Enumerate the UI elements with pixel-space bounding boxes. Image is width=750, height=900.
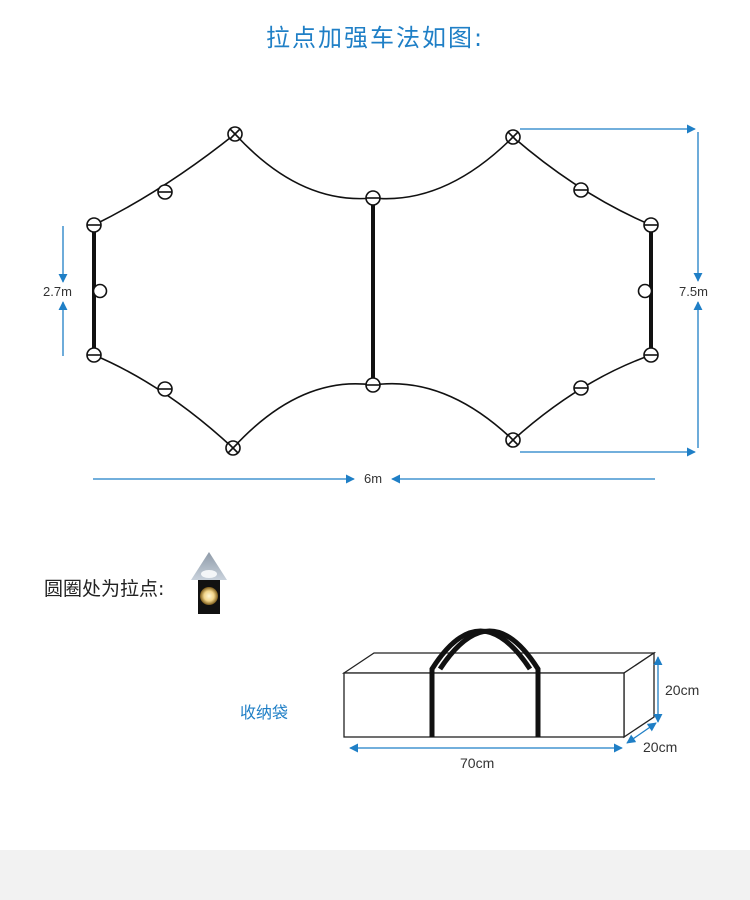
- tarp-outline: [93, 133, 652, 449]
- anchor-point: [365, 377, 381, 393]
- anchor-point-icon: [191, 552, 227, 614]
- anchor-point: [157, 184, 173, 200]
- anchor-point: [86, 347, 102, 363]
- anchor-point: [643, 347, 659, 363]
- bag-body: [341, 651, 657, 739]
- corner-point: [225, 440, 241, 456]
- side-height-label: 2.7m: [43, 284, 72, 299]
- anchor-point: [157, 381, 173, 397]
- corner-point: [505, 129, 521, 145]
- anchor-points: [86, 182, 659, 397]
- anchor-point: [637, 283, 653, 299]
- corner-points: [225, 126, 521, 456]
- anchor-legend: 圆圈处为拉点:: [44, 578, 165, 600]
- corner-point: [227, 126, 243, 142]
- total-length-label: 6m: [364, 471, 383, 486]
- total-width-label: 7.5m: [679, 284, 708, 299]
- footer-band: [0, 850, 750, 900]
- storage-bag-label: 收纳袋: [240, 703, 289, 722]
- anchor-point: [92, 283, 108, 299]
- storage-bag-diagram: [341, 628, 663, 753]
- bag-handles: [429, 628, 541, 737]
- page-title: 拉点加强车法如图:: [265, 24, 485, 52]
- tarp-diagram: [58, 124, 703, 484]
- bag-height-label: 20cm: [665, 682, 700, 698]
- dimension-arrows: [58, 124, 703, 484]
- bag-dimension-arrows: [349, 656, 663, 753]
- anchor-point: [573, 380, 589, 396]
- anchor-point: [86, 217, 102, 233]
- anchor-point: [365, 190, 381, 206]
- anchor-point: [573, 182, 589, 198]
- tarp-poles: [92, 198, 653, 385]
- bag-length-label: 70cm: [460, 755, 495, 771]
- anchor-point: [643, 217, 659, 233]
- bag-depth-label: 20cm: [643, 739, 678, 755]
- corner-point: [505, 432, 521, 448]
